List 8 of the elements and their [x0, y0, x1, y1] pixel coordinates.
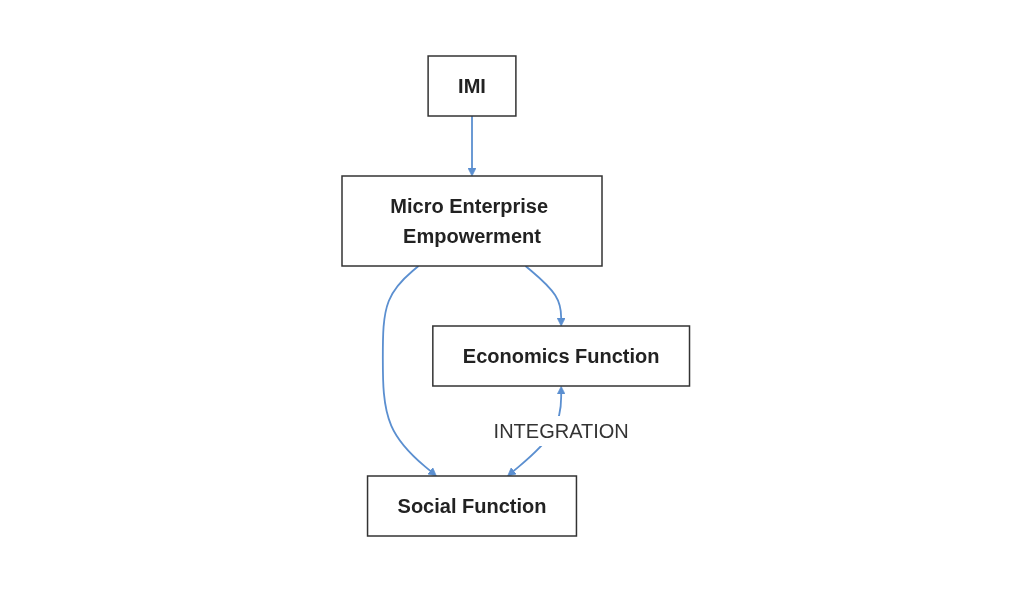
arrow — [467, 114, 477, 176]
arrow — [381, 264, 437, 476]
arrow — [524, 264, 566, 326]
edge-label: INTEGRATION — [493, 419, 629, 442]
node-box: Social Function — [366, 474, 577, 537]
node-box: Micro Enterprise Empowerment — [341, 174, 603, 267]
node-box: IMI — [427, 54, 517, 117]
node-box: Economics Function — [431, 324, 690, 387]
